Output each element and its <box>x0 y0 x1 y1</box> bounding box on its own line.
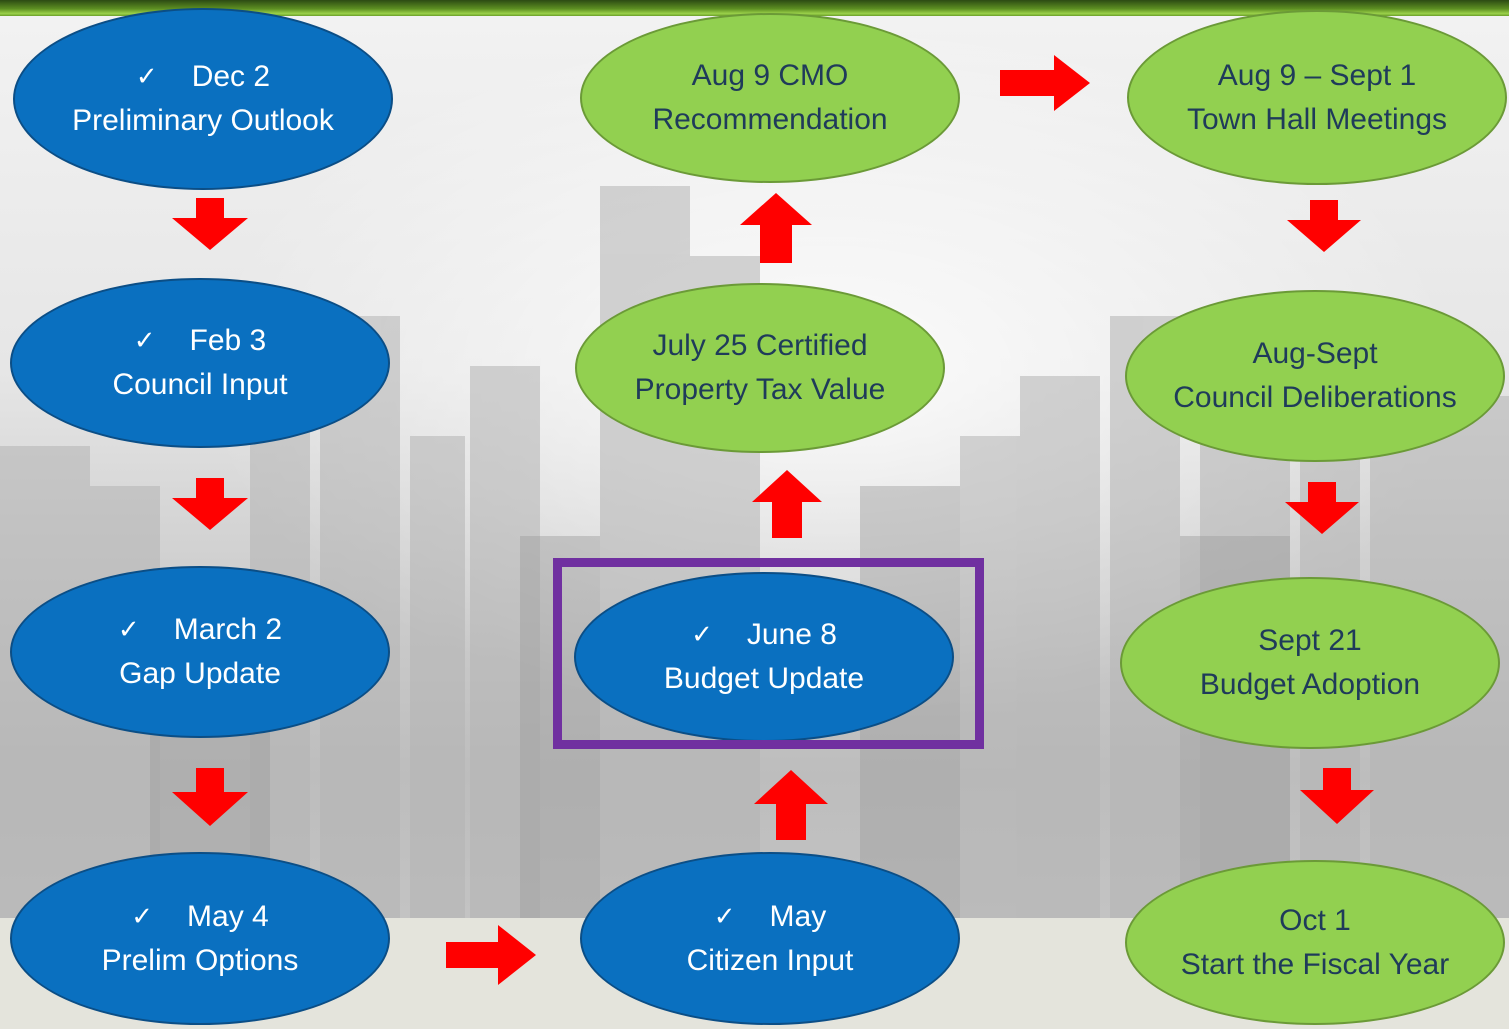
arrow-down-5 <box>1285 482 1359 534</box>
arrow-right-1 <box>446 925 536 985</box>
node-label: Budget Adoption <box>1199 668 1421 701</box>
node-date: Aug-Sept <box>1252 337 1378 370</box>
node-date: May <box>769 899 827 933</box>
node-date: June 8 <box>746 618 837 651</box>
node-aug9: Aug 9 CMO Recommendation <box>580 13 960 183</box>
node-sept21: Sept 21 Budget Adoption <box>1120 577 1500 749</box>
check-icon: ✓ <box>117 615 140 645</box>
current-step-highlight <box>553 558 984 749</box>
arrow-up-3 <box>740 193 812 263</box>
node-date: July 25 Certified <box>652 329 868 362</box>
arrow-down-2 <box>172 478 248 530</box>
node-oct1: Oct 1 Start the Fiscal Year <box>1125 860 1505 1025</box>
node-date: Feb 3 <box>189 324 267 357</box>
arrow-right-2 <box>1000 55 1090 111</box>
arrow-up-2 <box>752 470 822 538</box>
check-icon: ✓ <box>135 62 158 92</box>
node-may: ✓ May Citizen Input <box>580 852 960 1025</box>
node-label: Recommendation <box>652 103 888 136</box>
arrow-down-4 <box>1287 200 1361 252</box>
node-july25: July 25 Certified Property Tax Value <box>575 283 945 453</box>
node-label: Start the Fiscal Year <box>1180 947 1450 981</box>
arrow-down-3 <box>172 768 248 826</box>
node-date: Oct 1 <box>1279 903 1351 937</box>
node-label: Property Tax Value <box>634 373 886 406</box>
arrow-down-1 <box>172 198 248 250</box>
node-label: Council Deliberations <box>1173 381 1457 414</box>
check-icon: ✓ <box>713 901 736 932</box>
node-label: Gap Update <box>119 657 281 690</box>
arrow-up-1 <box>754 770 828 840</box>
check-icon: ✓ <box>131 901 154 932</box>
top-green-bar <box>0 0 1509 16</box>
check-icon: ✓ <box>691 620 713 650</box>
node-label: Preliminary Outlook <box>72 104 334 137</box>
node-feb3: ✓ Feb 3 Council Input <box>10 278 390 448</box>
node-march2: ✓ March 2 Gap Update <box>10 566 390 738</box>
node-june8: ✓ June 8 Budget Update <box>574 572 954 742</box>
node-dec2: ✓ Dec 2 Preliminary Outlook <box>13 8 393 190</box>
node-date: May 4 <box>187 899 269 933</box>
node-label: Budget Update <box>663 662 865 695</box>
node-date: March 2 <box>173 613 283 646</box>
check-icon: ✓ <box>133 326 156 356</box>
node-date: Aug 9 – Sept 1 <box>1217 58 1417 92</box>
node-may4: ✓ May 4 Prelim Options <box>10 852 390 1025</box>
node-label: Prelim Options <box>101 943 299 977</box>
node-label: Council Input <box>112 368 288 401</box>
node-date: Aug 9 CMO <box>691 59 849 92</box>
node-label: Citizen Input <box>686 943 854 977</box>
node-label: Town Hall Meetings <box>1186 102 1448 136</box>
node-aug-sept: Aug-Sept Council Deliberations <box>1125 290 1505 462</box>
arrow-down-6 <box>1300 768 1374 824</box>
node-date: Sept 21 <box>1258 624 1362 657</box>
node-aug9-sept1: Aug 9 – Sept 1 Town Hall Meetings <box>1127 10 1507 185</box>
node-date: Dec 2 <box>191 60 271 93</box>
